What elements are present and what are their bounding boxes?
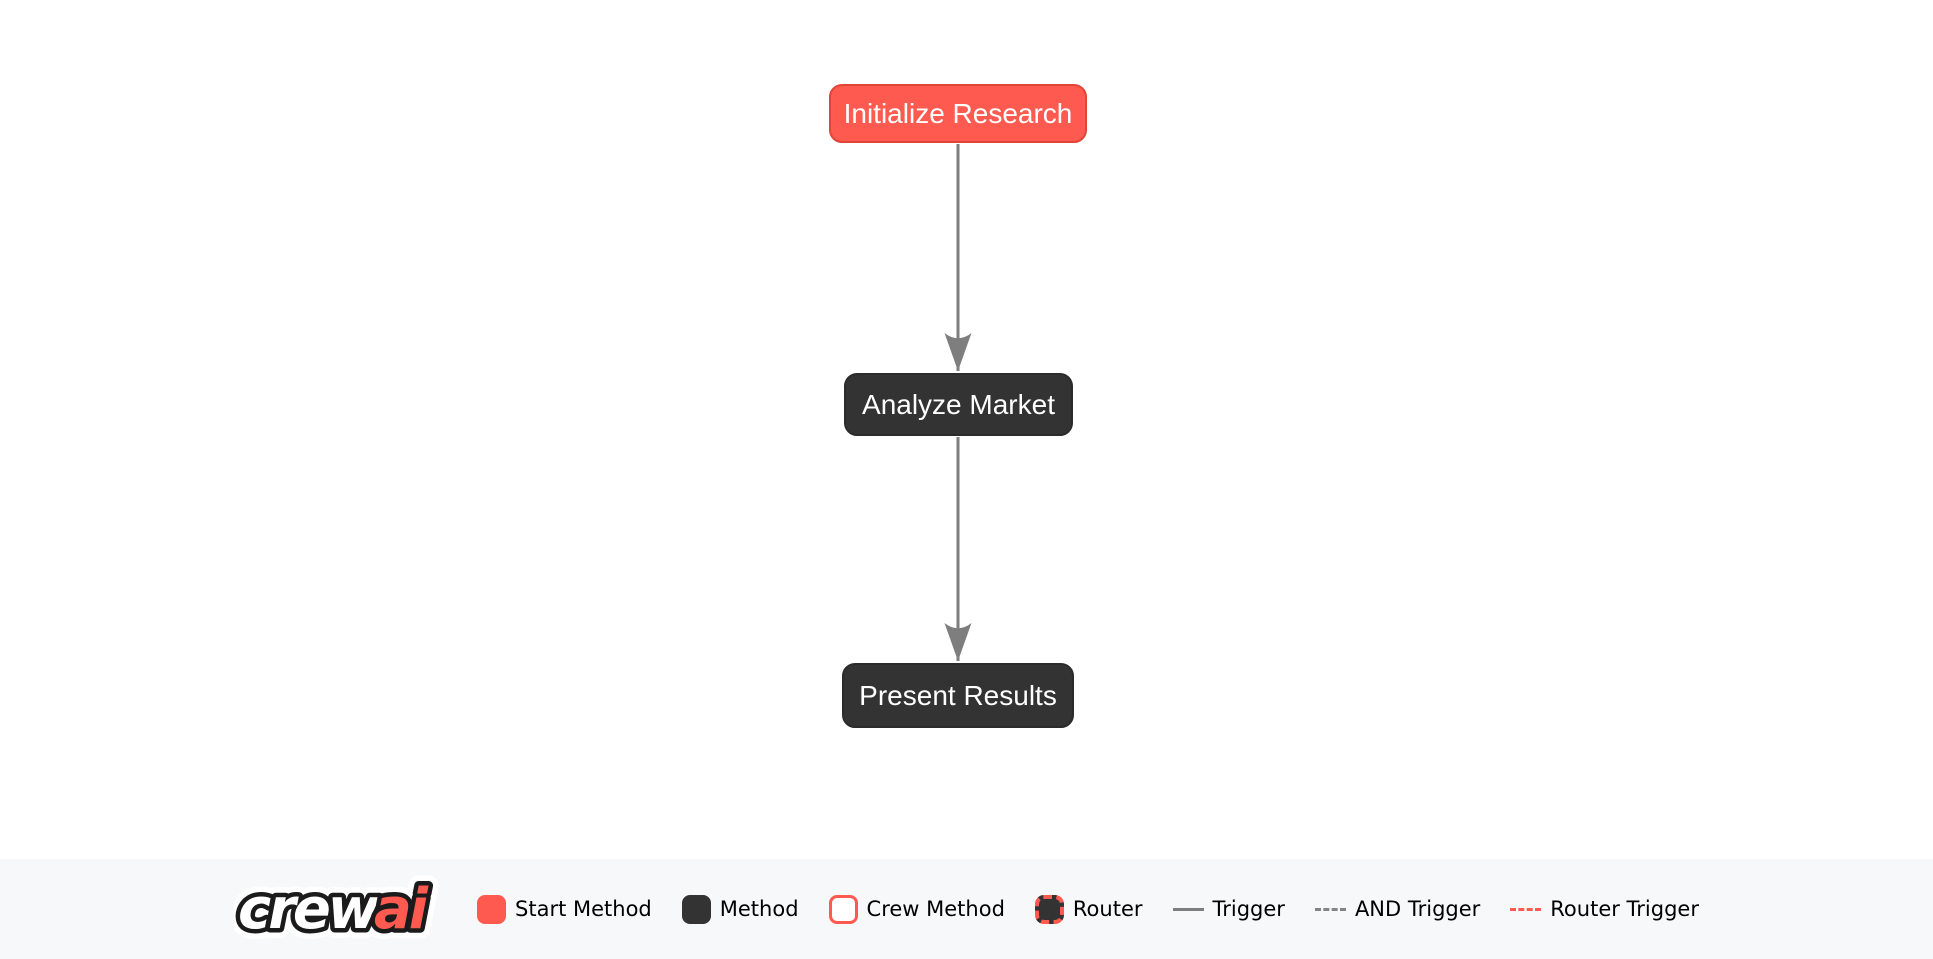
node-label: Initialize Research bbox=[843, 97, 1073, 129]
legend-item-method: Method bbox=[681, 894, 799, 924]
legend-bar: crew ai crew ai Start Method Method Crew… bbox=[0, 859, 1933, 959]
crewai-logo: crew ai crew ai bbox=[228, 866, 442, 952]
logo-text-crew-halo: crew bbox=[238, 877, 380, 942]
legend-label: AND Trigger bbox=[1354, 897, 1481, 921]
router-swatch-icon bbox=[1034, 894, 1064, 924]
legend-label: Start Method bbox=[515, 897, 652, 921]
logo-text-crew: crew bbox=[238, 877, 380, 942]
logo-text-ai: ai bbox=[374, 877, 429, 942]
node-label: Analyze Market bbox=[862, 388, 1055, 420]
legend-label: Trigger bbox=[1212, 897, 1285, 921]
and-trigger-line-icon bbox=[1314, 907, 1346, 911]
legend-label: Crew Method bbox=[866, 897, 1005, 921]
edge-trigger-initialize-to-analyze bbox=[944, 144, 972, 371]
node-initialize-research[interactable]: Initialize Research bbox=[829, 84, 1087, 143]
legend-label: Method bbox=[719, 897, 799, 921]
edge-trigger-analyze-to-present bbox=[944, 437, 972, 661]
legend-item-router: Router bbox=[1034, 894, 1143, 924]
crew-method-swatch-icon bbox=[828, 894, 858, 924]
edges-layer bbox=[944, 144, 972, 661]
legend-item-trigger: Trigger bbox=[1172, 897, 1285, 921]
start-method-swatch-icon bbox=[477, 894, 507, 924]
trigger-line-icon bbox=[1172, 907, 1204, 911]
legend-item-and-trigger: AND Trigger bbox=[1314, 897, 1481, 921]
legend-label: Router Trigger bbox=[1550, 897, 1699, 921]
legend-item-router-trigger: Router Trigger bbox=[1510, 897, 1699, 921]
node-analyze-market[interactable]: Analyze Market bbox=[844, 373, 1073, 436]
node-present-results[interactable]: Present Results bbox=[842, 663, 1074, 728]
legend-item-crew-method: Crew Method bbox=[828, 894, 1005, 924]
method-swatch-icon bbox=[681, 894, 711, 924]
legend-item-start-method: Start Method bbox=[477, 894, 652, 924]
node-label: Present Results bbox=[859, 679, 1057, 711]
legend-label: Router bbox=[1072, 897, 1143, 921]
flow-canvas[interactable]: Initialize Research Analyze Market Prese… bbox=[0, 0, 1933, 859]
router-trigger-line-icon bbox=[1510, 907, 1542, 911]
